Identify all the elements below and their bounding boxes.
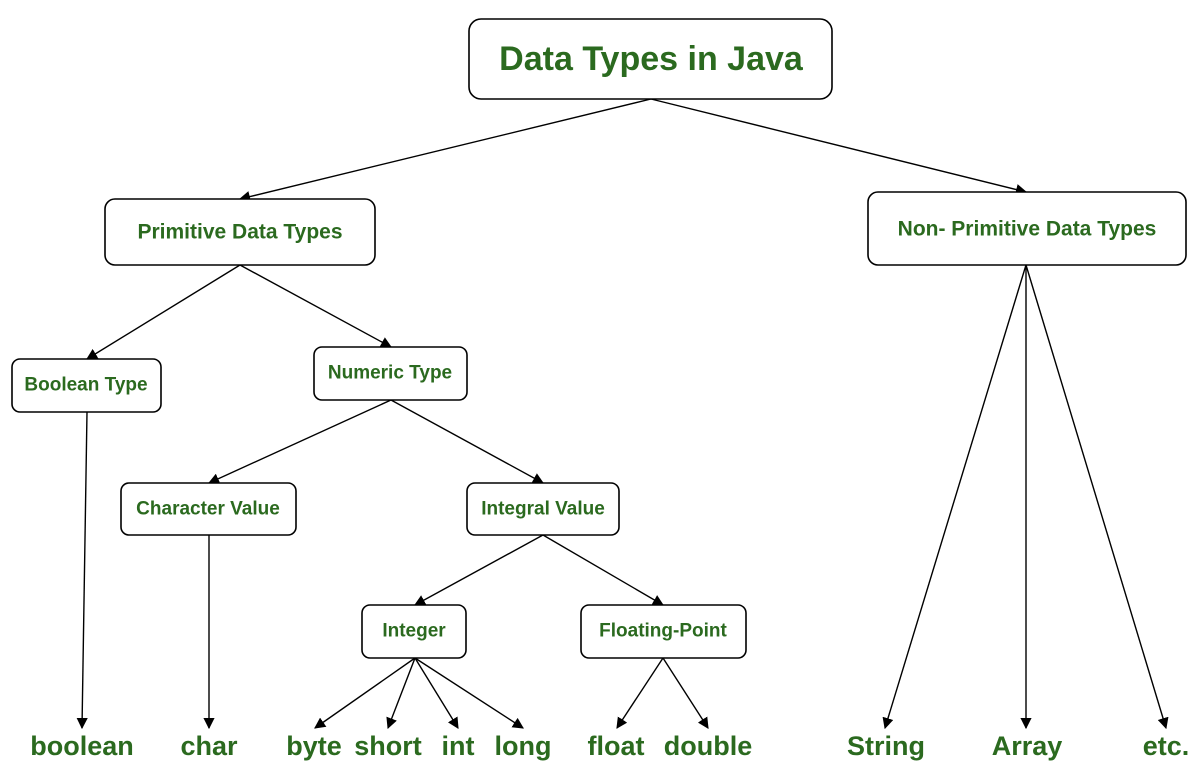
edge-root-primitive <box>238 98 652 203</box>
leaf-char: char <box>180 731 238 761</box>
leaf-short: short <box>354 731 422 761</box>
node-label: Floating-Point <box>599 621 727 642</box>
leaf-float: float <box>588 731 645 761</box>
edge-floating-double <box>662 657 709 729</box>
node-box <box>466 482 620 536</box>
edge-integer-byte <box>314 657 416 729</box>
node-integral-value: Integral Value <box>466 482 620 536</box>
node-box <box>11 358 162 413</box>
leaf-double: double <box>664 731 753 761</box>
leaf-labels: boolean char byte short int long float d… <box>30 731 1189 761</box>
node-label: Boolean Type <box>24 375 147 396</box>
edge-non-primitive-string <box>882 264 1027 730</box>
node-label: Numeric Type <box>328 363 452 384</box>
node-numeric-type: Numeric Type <box>313 346 468 401</box>
node-non-primitive-data-types: Non- Primitive Data Types <box>867 191 1187 266</box>
edge-integral-floating-point <box>542 534 664 606</box>
node-boolean-type: Boolean Type <box>11 358 162 413</box>
leaf-array: Array <box>992 731 1063 761</box>
leaf-string: String <box>847 731 925 761</box>
edge-primitive-numeric-type <box>239 264 392 348</box>
edges <box>76 98 1169 730</box>
leaf-etc: etc. <box>1143 731 1190 761</box>
edge-integral-integer <box>414 534 544 606</box>
node-root: Data Types in Java <box>468 18 833 100</box>
node-box <box>104 198 376 266</box>
node-primitive-data-types: Primitive Data Types <box>104 198 376 266</box>
edge-numeric-integral <box>390 399 544 484</box>
edge-root-non-primitive <box>650 98 1028 196</box>
node-label: Integer <box>382 621 446 642</box>
node-box <box>120 482 297 536</box>
leaf-long: long <box>495 731 552 761</box>
node-floating-point: Floating-Point <box>580 604 747 659</box>
edge-numeric-character <box>207 399 392 484</box>
node-box <box>468 18 833 100</box>
edge-non-primitive-etc <box>1025 264 1169 730</box>
leaf-byte: byte <box>286 731 342 761</box>
node-integer: Integer <box>361 604 467 659</box>
node-label: Primitive Data Types <box>137 221 342 244</box>
node-box <box>361 604 467 659</box>
node-label: Data Types in Java <box>499 40 804 78</box>
edge-boolean-type-boolean <box>76 411 88 730</box>
edge-integer-short <box>386 657 416 730</box>
node-character-value: Character Value <box>120 482 297 536</box>
node-label: Non- Primitive Data Types <box>898 218 1157 241</box>
leaf-int: int <box>442 731 475 761</box>
node-label: Integral Value <box>481 499 605 520</box>
edge-primitive-boolean-type <box>86 264 241 360</box>
edge-integer-int <box>414 657 459 729</box>
edge-integer-long <box>414 657 524 729</box>
leaf-boolean: boolean <box>30 731 134 761</box>
node-box <box>867 191 1187 266</box>
edge-floating-float <box>616 657 664 729</box>
node-box <box>313 346 468 401</box>
node-box <box>580 604 747 659</box>
node-label: Character Value <box>136 499 280 520</box>
